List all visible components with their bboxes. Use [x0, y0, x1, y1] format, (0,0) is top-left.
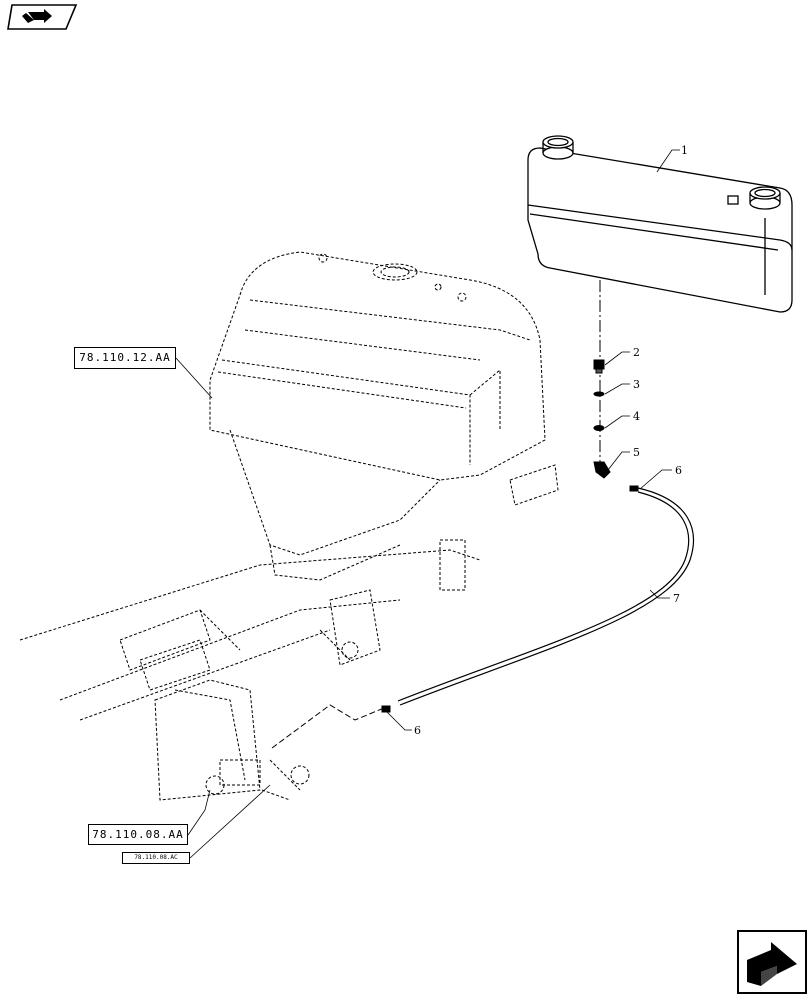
hose	[397, 487, 694, 706]
hopper	[19, 251, 559, 801]
arrow-back-icon	[7, 4, 78, 30]
callout-4: 4	[633, 410, 640, 423]
callout-7: 7	[673, 592, 680, 605]
callout-6-lower: 6	[414, 724, 421, 737]
reservoir-tank	[527, 135, 793, 313]
reference-78-110-08-ac[interactable]: 78.110.08.AC	[122, 852, 190, 864]
reference-78-110-08-aa[interactable]: 78.110.08.AA	[88, 824, 188, 845]
prev-page-button[interactable]	[6, 4, 78, 30]
fitting-plug	[593, 359, 605, 374]
fitting-elbow	[593, 461, 611, 479]
callout-2: 2	[633, 346, 640, 359]
reference-78-110-12-aa[interactable]: 78.110.12.AA	[74, 347, 176, 369]
callout-6-upper: 6	[675, 464, 682, 477]
callout-1: 1	[681, 144, 688, 157]
callout-labels: 1 2 3 4 5 6 7 6	[414, 144, 688, 737]
fitting-washer-b	[593, 425, 605, 431]
next-page-button[interactable]	[737, 930, 807, 994]
callout-5: 5	[633, 446, 640, 459]
fitting-washer-a	[593, 391, 605, 397]
hose-clamp-lower	[381, 705, 391, 713]
arrow-forward-icon	[737, 930, 807, 994]
leader-lines	[175, 149, 680, 859]
hose-clamp-upper	[629, 485, 639, 492]
callout-3: 3	[633, 378, 640, 391]
